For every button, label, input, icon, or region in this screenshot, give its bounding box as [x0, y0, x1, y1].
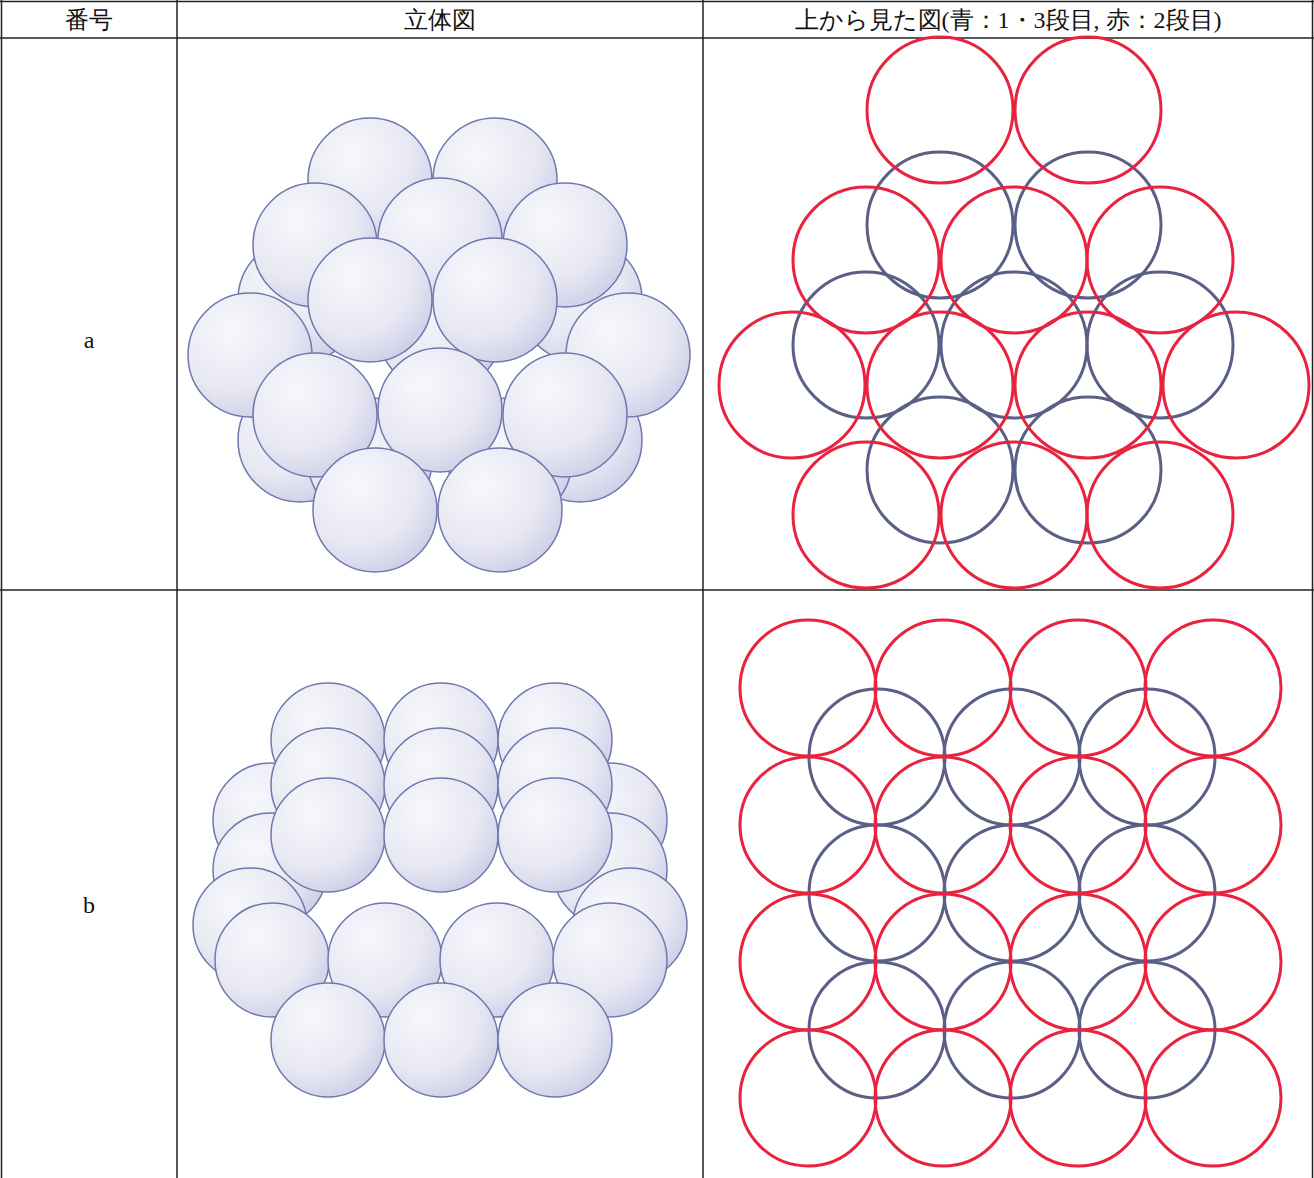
sphere — [271, 778, 385, 892]
layer-circle — [740, 620, 876, 756]
layer-circle — [867, 37, 1013, 183]
sphere — [384, 983, 498, 1097]
sphere — [313, 448, 437, 572]
layer-circle — [875, 1030, 1011, 1166]
layer-circle — [1015, 37, 1161, 183]
layer-circle — [1145, 1030, 1281, 1166]
sphere-illustrations — [188, 118, 690, 1097]
layer-circle — [1145, 757, 1281, 893]
layer-circle — [875, 620, 1011, 756]
sphere — [271, 983, 385, 1097]
layer-circle — [793, 272, 939, 418]
layer-circle — [1015, 312, 1161, 458]
layer-circle — [941, 442, 1087, 588]
header-cell: 番号 — [65, 6, 113, 35]
layer-circle — [941, 272, 1087, 418]
header-cell: 立体図 — [404, 6, 476, 35]
layer-circle — [793, 187, 939, 333]
layer-circle — [719, 312, 865, 458]
top-view-circles — [719, 37, 1309, 1166]
layer-circle — [867, 312, 1013, 458]
layer-circle — [1087, 187, 1233, 333]
layer-circle — [740, 1030, 876, 1166]
sphere — [498, 983, 612, 1097]
layer-circle — [1010, 620, 1146, 756]
layer-circle — [1010, 894, 1146, 1030]
layer-circle — [740, 757, 876, 893]
layer-circle — [941, 187, 1087, 333]
layer-circle — [1010, 757, 1146, 893]
layer-circle — [1087, 442, 1233, 588]
layer-circle — [1163, 312, 1309, 458]
header-cell: 上から見た図(青：1・3段目, 赤：2段目) — [795, 6, 1222, 35]
sphere — [384, 778, 498, 892]
sphere — [308, 238, 432, 362]
layer-circle — [740, 894, 876, 1030]
sphere — [438, 448, 562, 572]
row-number: b — [83, 891, 95, 920]
sphere — [498, 778, 612, 892]
layer-circle — [793, 442, 939, 588]
layer-circle — [875, 757, 1011, 893]
layer-circle — [1145, 894, 1281, 1030]
layer-circle — [1010, 1030, 1146, 1166]
sphere — [433, 238, 557, 362]
layer-circle — [875, 894, 1011, 1030]
row-number: a — [84, 326, 95, 355]
layer-circle — [1145, 620, 1281, 756]
